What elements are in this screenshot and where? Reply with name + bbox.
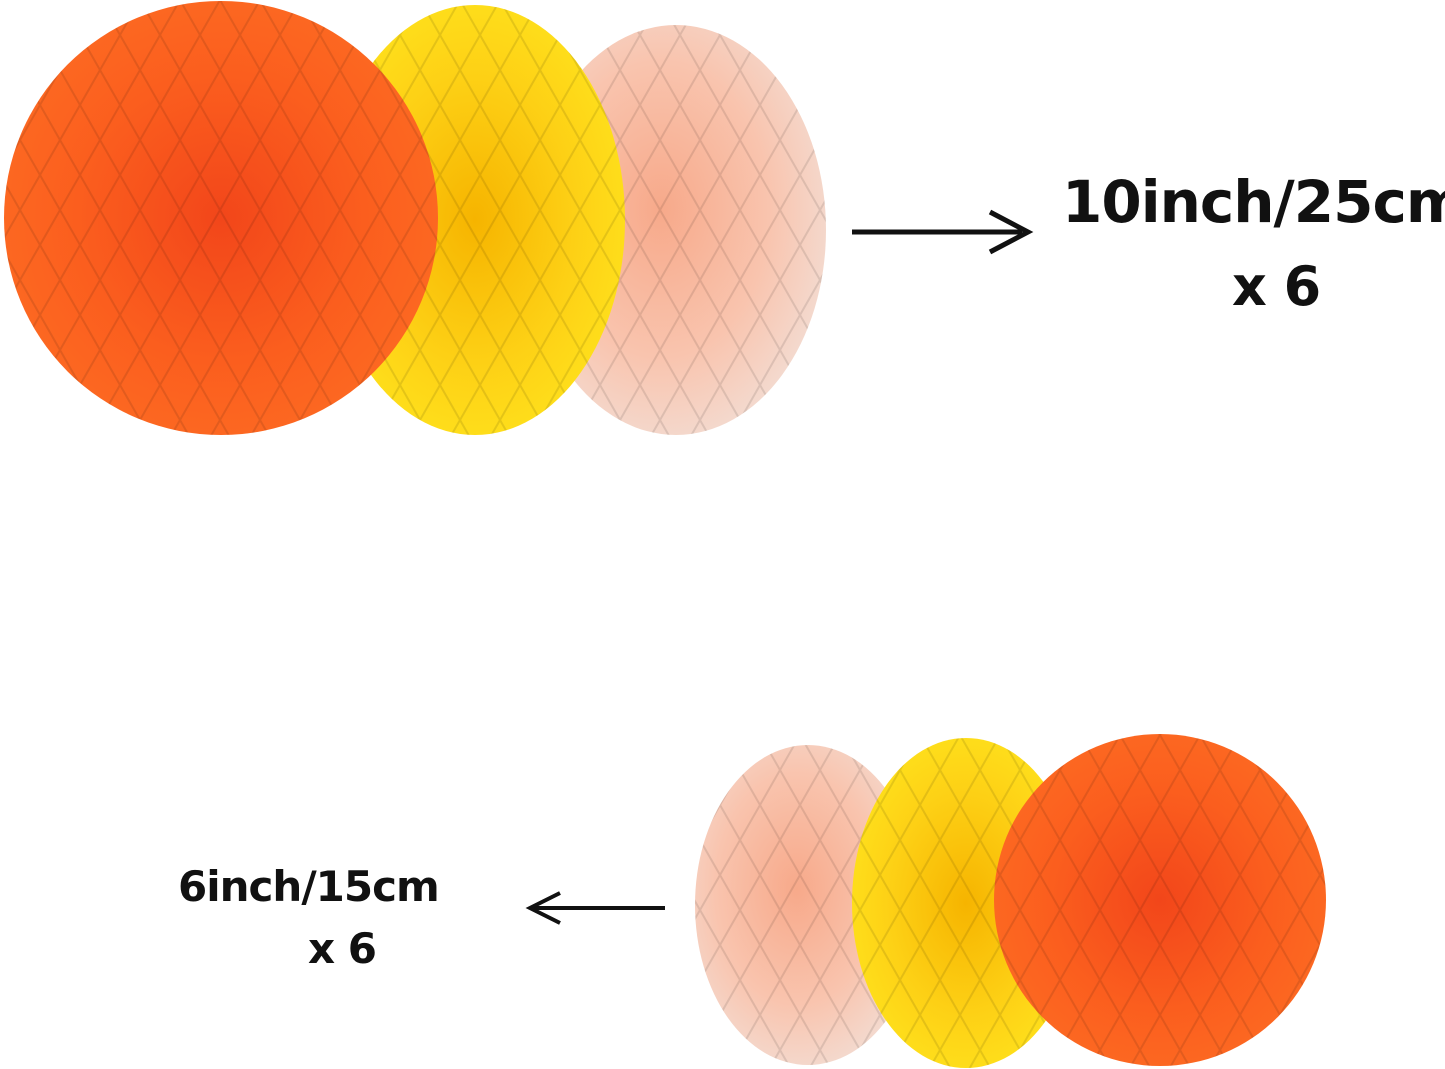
small-quantity-label: x 6 <box>308 924 377 973</box>
small-size-label: 6inch/15cm <box>178 862 440 911</box>
arrow-left-icon <box>525 891 665 925</box>
arrow-right-icon <box>852 209 1034 255</box>
small-peach-ball <box>695 745 921 1065</box>
small-orange-ball <box>994 734 1326 1066</box>
large-orange-ball <box>4 1 438 435</box>
large-size-label: 10inch/25cm <box>1062 168 1445 236</box>
large-quantity-label: x 6 <box>1232 255 1321 318</box>
